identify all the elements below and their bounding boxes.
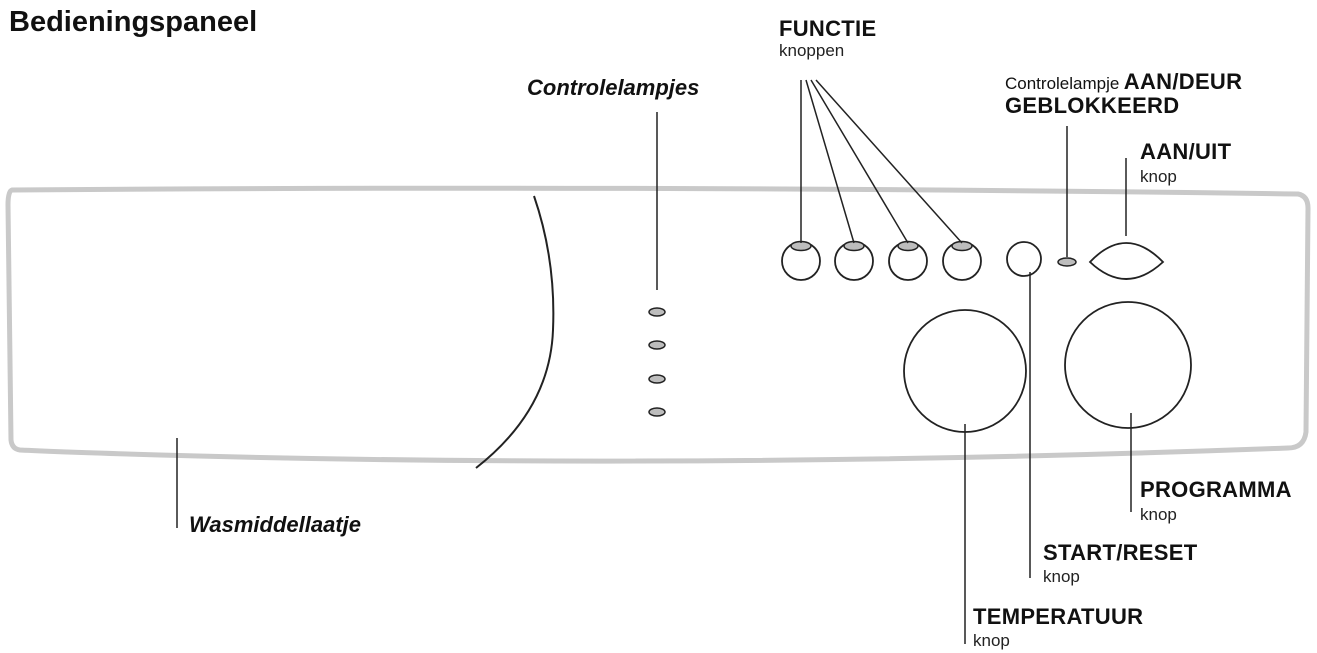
start-reset-button [1006, 241, 1042, 277]
temperature-knob [903, 309, 1027, 433]
page-title: Bedieningspaneel [9, 6, 258, 38]
on-off-sublabel: knop [1140, 167, 1177, 186]
program-knob [1064, 301, 1192, 429]
leader-lines [176, 79, 1132, 644]
power-door-indicator-bold-2: GEBLOKKEERD [1005, 92, 1180, 118]
detergent-drawer-label: Wasmiddellaatje [189, 512, 361, 537]
function-buttons-sublabel: knoppen [779, 41, 845, 60]
temperature-knob-label: TEMPERATUUR [973, 604, 1144, 629]
power-door-indicator-label: Controlelampje AAN/DEUR GEBLOKKEERD [1005, 70, 1242, 118]
program-knob-sublabel: knop [1140, 505, 1177, 524]
power-door-led [1057, 257, 1077, 267]
function-buttons-label: FUNCTIE [779, 16, 877, 41]
function-button-leds [790, 240, 973, 252]
function-buttons [781, 241, 982, 281]
indicator-led [648, 307, 666, 317]
indicator-led [648, 374, 666, 384]
start-reset-label: START/RESET [1043, 540, 1198, 565]
on-off-label: AAN/UIT [1140, 139, 1232, 164]
indicator-led [648, 407, 666, 417]
start-reset-sublabel: knop [1043, 567, 1080, 586]
indicator-led [648, 340, 666, 350]
on-off-button [1088, 242, 1165, 280]
temperature-knob-sublabel: knop [973, 631, 1010, 650]
panel-outline [5, 185, 1311, 464]
power-door-indicator-prefix: Controlelampje [1005, 74, 1120, 93]
indicator-lights-label: Controlelampjes [527, 75, 700, 100]
drawer-divider [475, 195, 555, 469]
program-knob-label: PROGRAMMA [1140, 477, 1292, 502]
power-door-indicator-bold-1: AAN/DEUR [1123, 69, 1243, 94]
indicator-leds [648, 307, 666, 417]
